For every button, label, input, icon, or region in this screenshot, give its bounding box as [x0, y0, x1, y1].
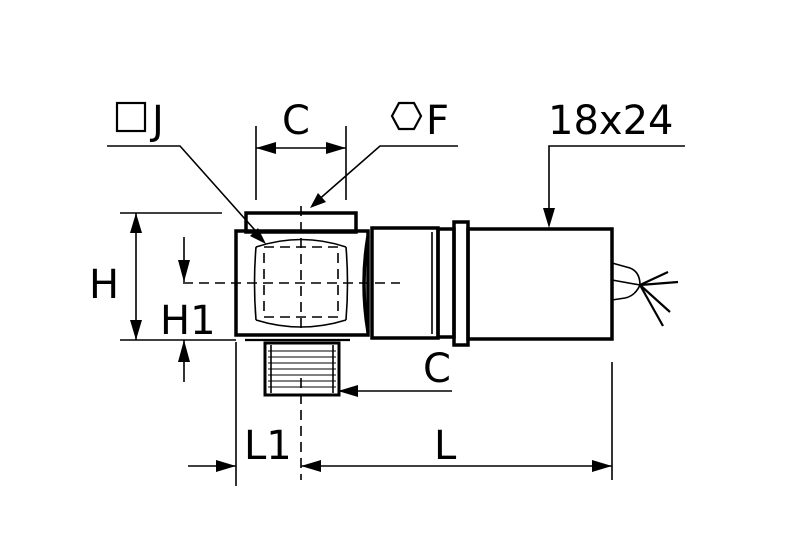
label-hex-f: F	[426, 98, 449, 144]
dimension-h	[120, 212, 236, 341]
label-dim-l: L	[434, 423, 457, 469]
cable-wires	[611, 262, 679, 327]
leader-18x24	[543, 145, 685, 228]
label-dim-h: H	[89, 262, 119, 308]
label-dim-l1: L1	[244, 423, 292, 469]
swivel-head	[234, 211, 370, 342]
leader-hex-f	[310, 145, 458, 208]
dimension-c-top	[255, 126, 347, 200]
dimension-l1	[188, 460, 236, 472]
label-square-j: J	[149, 98, 164, 144]
dimension-c-side	[338, 385, 452, 397]
label-dim-c-side: C	[423, 346, 451, 392]
label-dim-c-top: C	[282, 98, 310, 144]
label-dim-18x24: 18x24	[548, 98, 673, 144]
threaded-stud	[263, 341, 341, 397]
dimension-h1	[178, 237, 190, 382]
label-dim-h1: H1	[160, 298, 216, 344]
connector-body	[362, 220, 614, 347]
dimension-l	[301, 460, 612, 472]
square-icon	[115, 101, 147, 133]
hexagon-icon	[390, 101, 423, 131]
